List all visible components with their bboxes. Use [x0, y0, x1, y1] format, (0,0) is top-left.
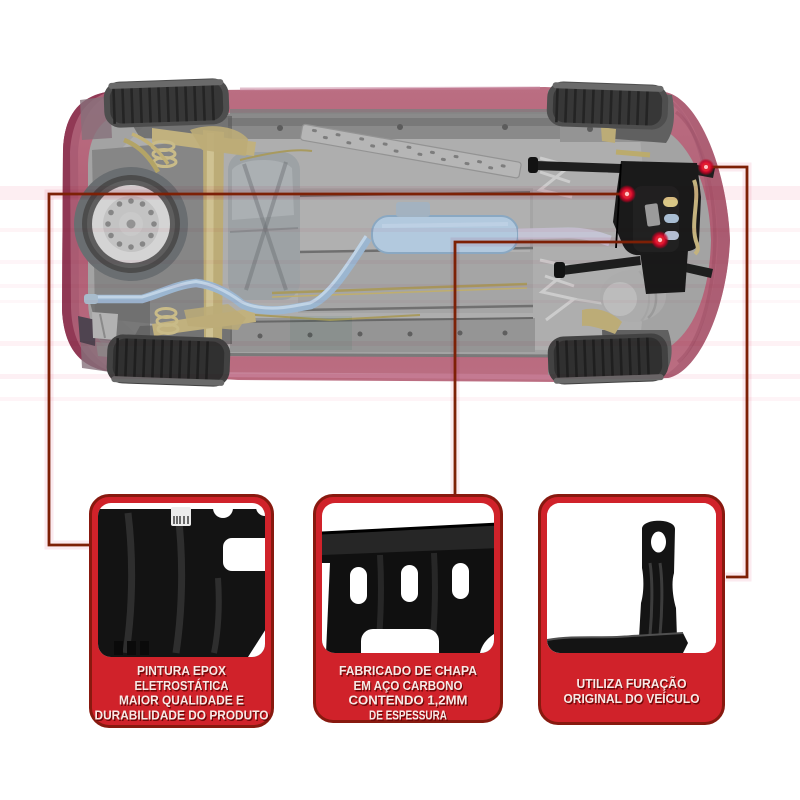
svg-text:EM AÇO CARBONO: EM AÇO CARBONO	[355, 679, 464, 694]
svg-text:ORIGINAL DO VEÍCULO: ORIGINAL DO VEÍCULO	[565, 693, 701, 708]
svg-text:CONTENDO 1,2MM: CONTENDO 1,2MM	[349, 693, 468, 708]
svg-text:EM AÇO CARBONO: EM AÇO CARBONO	[354, 678, 463, 693]
svg-text:ELETROSTÁTICA: ELETROSTÁTICA	[135, 678, 230, 693]
svg-text:MAIOR QUALIDADE E: MAIOR QUALIDADE E	[120, 694, 245, 709]
svg-text:MAIOR QUALIDADE E: MAIOR QUALIDADE E	[119, 693, 244, 708]
svg-text:FABRICADO DE CHAPA: FABRICADO DE CHAPA	[340, 665, 479, 680]
svg-text:UTILIZA FURAÇÃO: UTILIZA FURAÇÃO	[578, 678, 688, 693]
svg-text:DE ESPESSURA: DE ESPESSURA	[369, 707, 447, 722]
svg-text:UTILIZA FURAÇÃO: UTILIZA FURAÇÃO	[577, 676, 687, 691]
svg-text:CONTENDO 1,2MM: CONTENDO 1,2MM	[350, 694, 469, 709]
svg-text:PINTURA EPOX: PINTURA EPOX	[137, 663, 226, 678]
svg-text:FABRICADO DE CHAPA: FABRICADO DE CHAPA	[339, 663, 478, 678]
svg-text:ORIGINAL DO VEÍCULO: ORIGINAL DO VEÍCULO	[564, 691, 700, 706]
svg-text:PINTURA EPOX: PINTURA EPOX	[138, 665, 227, 680]
svg-text:DE ESPESSURA: DE ESPESSURA	[370, 709, 448, 723]
svg-text:ELETROSTÁTICA: ELETROSTÁTICA	[136, 679, 231, 694]
svg-text:DURABILIDADE DO PRODUTO: DURABILIDADE DO PRODUTO	[96, 709, 270, 724]
svg-text:DURABILIDADE DO PRODUTO: DURABILIDADE DO PRODUTO	[95, 707, 269, 722]
